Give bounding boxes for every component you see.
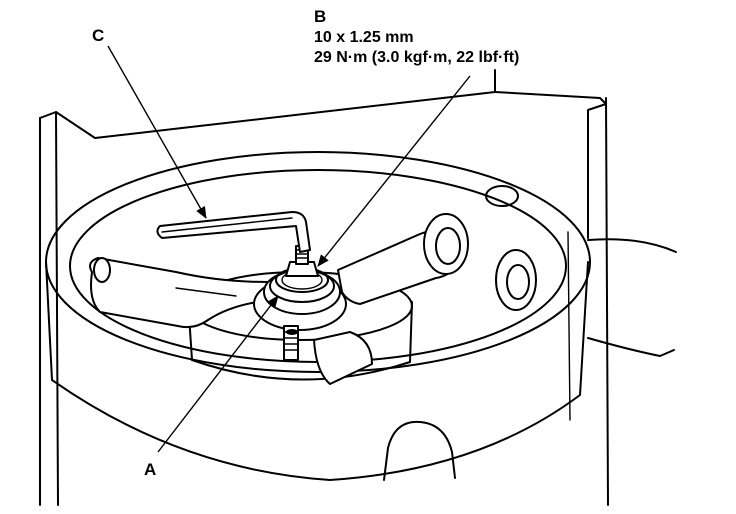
outer-bowl [45, 151, 591, 481]
left-clamp-arm [89, 257, 273, 329]
right-clamp-arm [337, 213, 537, 311]
hex-wrench [156, 211, 311, 253]
callout-b-letter: B [314, 7, 326, 26]
housing-frame [39, 69, 677, 506]
leader-c [107, 45, 207, 219]
leader-a [157, 295, 279, 453]
callout-c-letter: C [92, 26, 104, 45]
center-hub [253, 245, 347, 361]
callout-b-torque: 29 N·m (3.0 kgf·m, 22 lbf·ft) [314, 49, 519, 66]
front-clamp-foot [313, 331, 373, 385]
callout-b-size: 10 x 1.25 mm [314, 29, 414, 46]
leader-b [317, 75, 471, 267]
callout-a-letter: A [144, 460, 156, 479]
